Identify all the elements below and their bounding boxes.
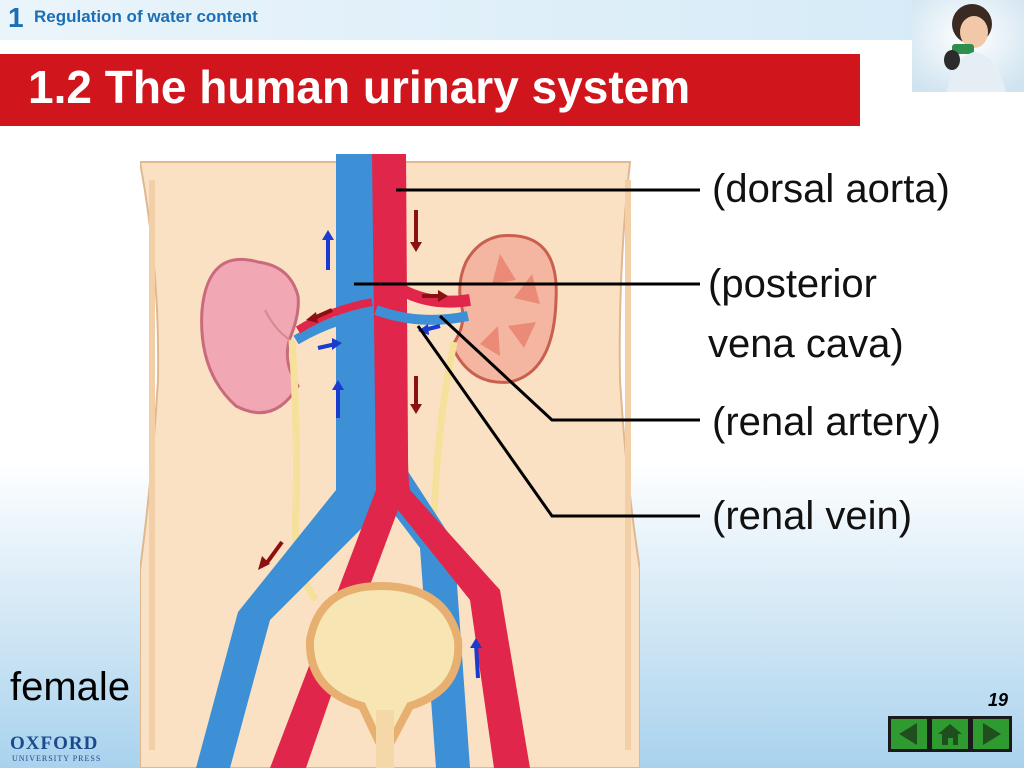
label-posterior-line2: vena cava) [708,322,904,366]
publisher-subtitle: UNIVERSITY PRESS [12,754,102,763]
label-renal-vein: (renal vein) [712,494,913,538]
next-button[interactable] [973,719,1009,749]
page-number: 19 [988,690,1009,710]
person-drinking-photo [912,0,1024,92]
home-icon [938,724,962,745]
header-band [0,0,1024,40]
left-kidney [200,257,300,415]
publisher-logo: OXFORD [10,733,99,754]
prev-button[interactable] [891,719,927,749]
slide-title: 1.2 The human urinary system [28,61,691,113]
chapter-number: 1 [8,2,24,33]
label-posterior-line1: (posterior [708,262,877,306]
title-bar [0,54,860,126]
right-kidney [450,234,558,384]
caption-female: female [10,665,131,709]
home-button[interactable] [932,719,968,749]
back-arrow-icon [899,723,917,745]
chapter-title: Regulation of water content [34,7,258,26]
label-dorsal-aorta: (dorsal aorta) [712,167,950,211]
renal-artery [399,284,471,308]
vena-cava [196,154,380,768]
label-renal-artery: (renal artery) [712,400,941,444]
forward-arrow-icon [983,723,1001,745]
urinary-system-diagram [140,154,640,768]
